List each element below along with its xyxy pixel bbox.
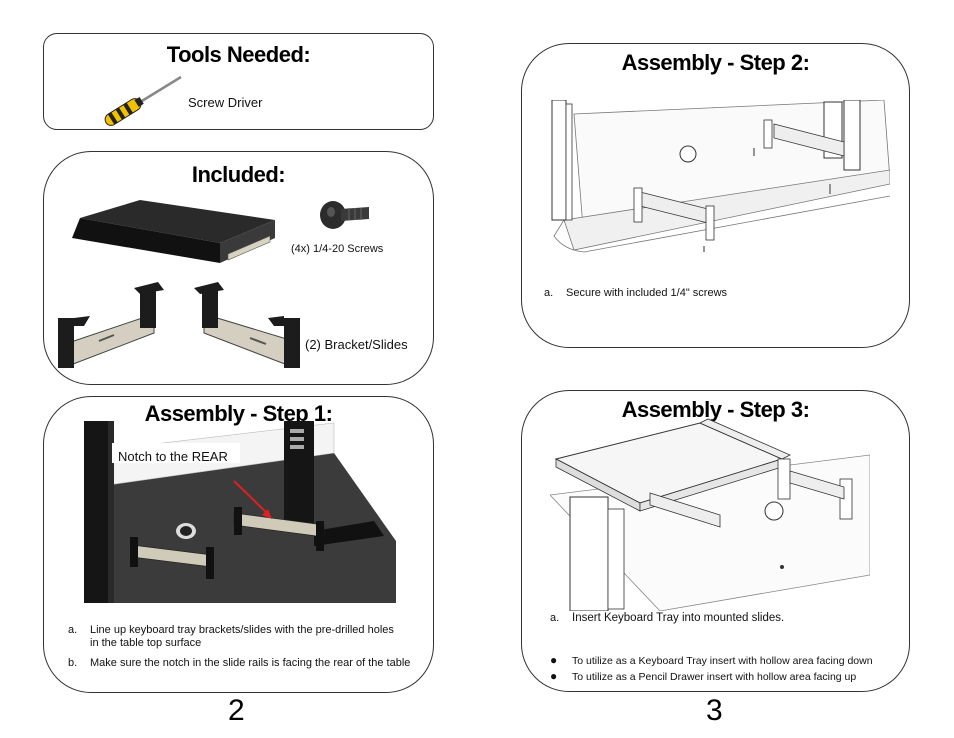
step2-item-a-marker: a. [544,287,554,299]
step3-bullet-2-text: To utilize as a Pencil Drawer insert wit… [572,671,857,683]
brackets-label: (2) Bracket/Slides [305,337,408,352]
bracket-slides-image [58,282,300,368]
step2-illustration [551,100,890,253]
keyboard-tray-image [72,200,275,263]
step1-illustration [84,421,396,603]
tools-needed-panel: Tools Needed: Screw Driver [43,33,434,130]
step2-panel: Assembly - Step 2: a. Secure with includ… [521,43,910,348]
bullet-icon: ● [550,653,558,667]
step2-item-a: a. Secure with included 1/4" screws [544,287,884,301]
step1-item-a-text: Line up keyboard tray brackets/slides wi… [90,624,394,649]
step3-bullet-1: ● To utilize as a Keyboard Tray insert w… [550,653,895,668]
screwdriver-label: Screw Driver [188,95,263,110]
step3-item-a: a. Insert Keyboard Tray into mounted sli… [550,612,890,626]
included-title: Included: [191,162,286,187]
step1-item-b-text: Make sure the notch in the slide rails i… [90,657,411,669]
step3-bullet-1-text: To utilize as a Keyboard Tray insert wit… [572,655,873,667]
step1-callout: Notch to the REAR [118,449,228,464]
screws-label: (4x) 1/4-20 Screws [291,243,384,255]
page-number-left: 2 [228,694,245,727]
step1-item-b-marker: b. [68,657,78,669]
step1-panel: Assembly - Step 1: Notch to the REAR a. … [43,396,434,693]
bullet-icon: ● [550,669,558,683]
step3-title: Assembly - Step 3: [621,397,810,422]
step1-item-b: b. Make sure the notch in the slide rail… [68,657,413,685]
screwdriver-icon [104,75,182,126]
step1-item-a-marker: a. [68,624,78,636]
step3-illustration [550,418,870,611]
step2-title: Assembly - Step 2: [621,50,810,75]
step1-item-a: a. Line up keyboard tray brackets/slides… [68,624,413,652]
step2-item-a-text: Secure with included 1/4" screws [566,287,728,299]
page-number-right: 3 [706,694,723,727]
screw-icon [320,201,369,229]
step3-item-a-text: Insert Keyboard Tray into mounted slides… [572,612,785,624]
tools-needed-title: Tools Needed: [166,42,311,67]
step3-bullet-2: ● To utilize as a Pencil Drawer insert w… [550,669,895,684]
step3-panel: Assembly - Step 3: a. Insert Keyboard Tr… [521,390,910,692]
step3-item-a-marker: a. [550,612,560,624]
included-panel: Included: (4x) 1/4-20 Screws (2) Bracket… [43,151,434,385]
